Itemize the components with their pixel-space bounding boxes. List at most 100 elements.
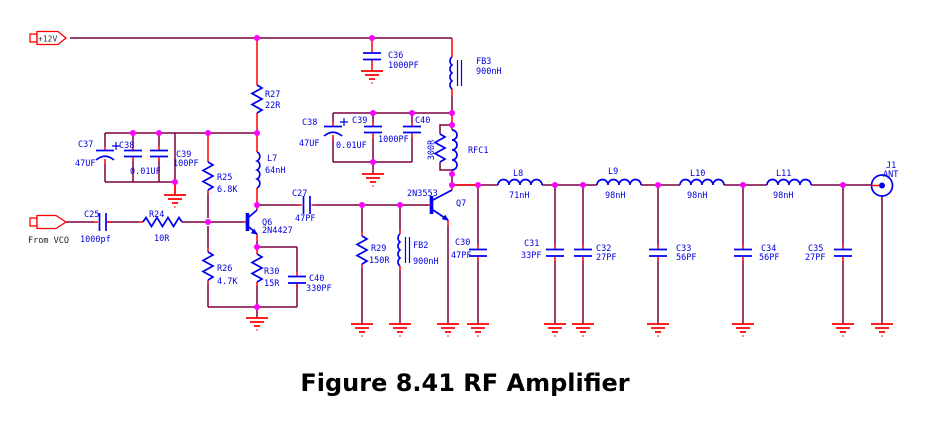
inductor-l11: L11 98nH: [766, 169, 812, 201]
r30-value: 15R: [264, 279, 280, 289]
ground-icon: [361, 70, 383, 84]
capacitor-c40-mid: C40 1000PF: [378, 116, 430, 145]
emitter-arrow-icon: [441, 214, 449, 221]
r25-ref: R25: [217, 173, 232, 183]
ground-icon: [437, 323, 459, 337]
capacitor-c38-left: C38 0.01UF: [119, 141, 161, 177]
r25-value: 6.8K: [217, 185, 238, 195]
inductor-l10: L10 98nH: [679, 169, 725, 201]
capacitor-c39-mid: C39 0.01UF: [336, 116, 382, 151]
l7-value: 64nH: [265, 166, 285, 176]
junction-dots: [130, 35, 846, 310]
fb3-value: 900nH: [476, 67, 502, 77]
capacitor-c36: C36 1000PF: [363, 38, 419, 71]
c38-left-ref: C38: [119, 141, 134, 151]
c40-mid-value: 1000PF: [378, 135, 409, 145]
capacitor-c40-emitter: C40 330PF: [288, 272, 332, 294]
c27-value: 47PF: [295, 214, 315, 224]
c39-mid-value: 0.01UF: [336, 141, 367, 151]
resistor-r24: R24 10R: [139, 210, 183, 244]
inductor-l8: L8 71nH: [497, 169, 543, 201]
c27-ref: C27: [292, 189, 307, 199]
l8-ref: L8: [513, 169, 523, 179]
c31-ref: C31: [524, 239, 539, 249]
c40-emitter-ref: C40: [309, 274, 324, 284]
c36-ref: C36: [388, 51, 403, 61]
c36-value: 1000PF: [388, 61, 419, 71]
r29-value: 150R: [369, 256, 390, 266]
input-flag-label: From VCO: [28, 236, 69, 246]
r29-ref: R29: [371, 244, 386, 254]
j1-ref: J1: [886, 161, 896, 171]
c34-value: 56PF: [759, 253, 779, 263]
q6-value: 2N4427: [262, 226, 293, 236]
input-flag-icon: [36, 214, 68, 230]
r24-value: 10R: [154, 234, 170, 244]
plus-polarity-icon: [112, 142, 120, 150]
power-flag-label: +12V: [38, 35, 57, 44]
ground-icon: [647, 323, 669, 337]
q7-value: 2N3553: [407, 189, 438, 199]
resistor-r27: R27 22R: [250, 38, 281, 133]
input-terminal-icon: [29, 217, 38, 227]
q7-ref: Q7: [456, 199, 466, 209]
c33-value: 56PF: [676, 253, 696, 263]
capacitor-c30: C30 47PF: [451, 184, 487, 261]
ground-icon: [832, 323, 854, 337]
input-flag-from-vco: From VCO: [28, 214, 69, 246]
capacitor-c27: C27 47PF: [292, 189, 316, 224]
l10-value: 98nH: [687, 191, 707, 201]
ground-icon: [389, 323, 411, 337]
c32-value: 27PF: [596, 253, 616, 263]
connector-pin-icon: [879, 182, 885, 189]
c37-value: 47UF: [75, 159, 95, 169]
c39-left-value: 100PF: [173, 159, 199, 169]
ground-icon: [732, 323, 754, 337]
c25-value: 1000pf: [80, 235, 111, 245]
l11-ref: L11: [776, 169, 791, 179]
q6-ref: Q6: [262, 218, 272, 228]
transistor-q7: 2N3553 Q7: [407, 185, 466, 226]
resistor-r29: R29 150R: [355, 232, 390, 268]
ground-icon: [467, 323, 489, 337]
c40-mid-ref: C40: [415, 116, 430, 126]
c38-mid-value: 47UF: [299, 139, 319, 149]
l11-value: 98nH: [773, 191, 793, 201]
resistor-r26: R26 4.7K: [201, 248, 238, 287]
resistor-r25: R25 6.8K: [201, 133, 238, 195]
emitter-arrow-icon: [250, 228, 258, 235]
c37-ref: C37: [78, 140, 93, 150]
ground-icon: [351, 323, 373, 337]
c35-value: 27PF: [805, 253, 825, 263]
c35-ref: C35: [808, 244, 823, 254]
ground-icon: [544, 323, 566, 337]
c34-ref: C34: [761, 244, 776, 254]
figure-caption: Figure 8.41 RF Amplifier: [300, 369, 629, 397]
r27-value: 22R: [265, 101, 281, 111]
capacitor-c37: C37 47UF: [75, 140, 120, 169]
plus-polarity-icon: [340, 118, 348, 126]
c39-left-ref: C39: [176, 150, 191, 160]
c25-ref: C25: [84, 210, 99, 220]
l8-value: 71nH: [509, 191, 529, 201]
ground-icon: [164, 182, 186, 208]
capacitor-c33: C33 56PF: [649, 244, 696, 263]
ground-icon: [246, 317, 268, 331]
c31-value: 33PF: [521, 251, 541, 261]
connector-j1: J1 ANT: [870, 161, 898, 197]
ferrite-bead-fb3: FB3 900nH: [449, 38, 502, 96]
capacitor-c38-mid: C38 47UF: [299, 118, 348, 149]
l7-ref: L7: [267, 154, 277, 164]
capacitor-c25: C25 1000pf: [80, 210, 111, 245]
capacitor-c34: C34 56PF: [734, 244, 779, 263]
j1-value: ANT: [883, 170, 898, 180]
power-terminal-icon: [29, 33, 38, 43]
c38-left-value: 0.01UF: [130, 167, 161, 177]
transistor-q6: Q6 2N4427: [243, 205, 293, 241]
r26-value: 4.7K: [217, 277, 238, 287]
ground-icon: [362, 173, 384, 187]
c30-ref: C30: [455, 238, 470, 248]
